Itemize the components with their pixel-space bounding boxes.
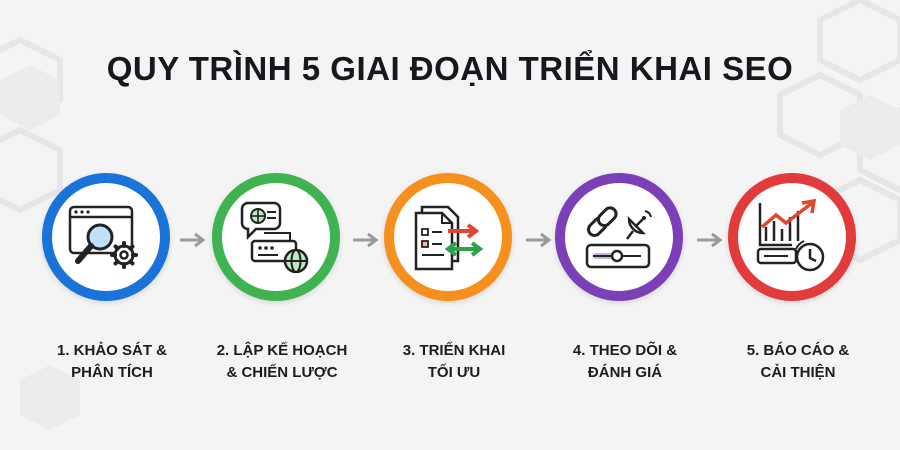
arrow-right-icon (180, 232, 206, 248)
step-3-label-line2: TỐI ƯU (427, 364, 481, 381)
step-3-label-line1: 3. TRIỂN KHAI (402, 342, 506, 359)
step-3-label: 3. TRIỂN KHAI TỐI ƯU (368, 340, 540, 384)
step-2-label: 2. LẬP KẾ HOẠCH & CHIẾN LƯỢC (196, 340, 368, 384)
arrow-right-icon (697, 232, 723, 248)
step-5-label-line2: CẢI THIỆN (760, 364, 836, 381)
step-1-label-line2: PHÂN TÍCH (71, 364, 153, 381)
link-satellite-slider-icon (585, 206, 652, 269)
step-2-label-line2: & CHIẾN LƯỢC (226, 364, 338, 381)
browser-search-gear-icon (68, 205, 138, 269)
step-5-ring (728, 173, 856, 301)
step-4-label: 4. THEO DÕI & ĐÁNH GIÁ (539, 340, 711, 384)
step-4-ring (555, 173, 683, 301)
step-1-ring (42, 173, 170, 301)
arrow-right-icon (353, 232, 379, 248)
page-title: QUY TRÌNH 5 GIAI ĐOẠN TRIỂN KHAI SEO (106, 50, 794, 87)
step-2-label-line1: 2. LẬP KẾ HOẠCH (216, 342, 348, 359)
step-5-label-line1: 5. BÁO CÁO & (746, 342, 850, 359)
arrow-right-icon (526, 232, 552, 248)
plan-globe-icon (240, 201, 309, 274)
step-1-label-line1: 1. KHẢO SÁT & (56, 342, 167, 359)
step-4-label-line2: ĐÁNH GIÁ (587, 364, 663, 381)
chart-clock-icon (756, 198, 825, 272)
step-5-label: 5. BÁO CÁO & CẢI THIỆN (712, 340, 884, 384)
step-3-ring (384, 173, 512, 301)
documents-arrows-icon (414, 205, 484, 271)
step-2-ring (212, 173, 340, 301)
step-4-label-line1: 4. THEO DÕI & (572, 342, 678, 359)
step-1-label: 1. KHẢO SÁT & PHÂN TÍCH (26, 340, 198, 384)
